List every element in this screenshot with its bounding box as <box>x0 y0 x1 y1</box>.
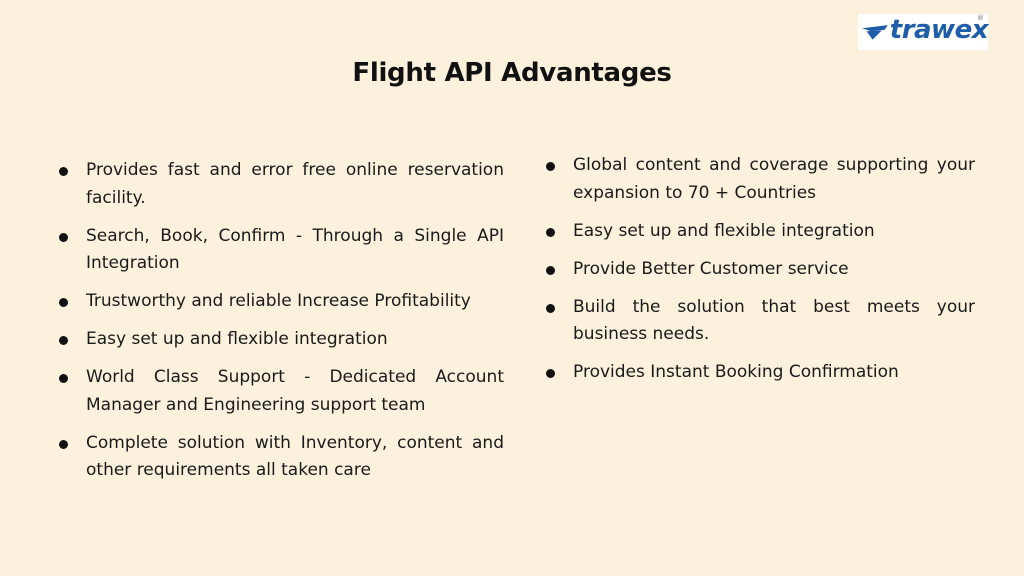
list-item: Search, Book, Confirm - Through a Single… <box>56 223 504 278</box>
bullet-icon <box>59 298 68 307</box>
list-item: Easy set up and flexible integration <box>56 326 504 354</box>
bullet-icon <box>546 162 555 171</box>
trawex-logo: trawex ® <box>858 14 989 50</box>
registered-mark: ® <box>977 14 984 22</box>
list-item-text: Global content and coverage supporting y… <box>573 155 975 203</box>
list-item-text: Easy set up and flexible integration <box>573 220 875 241</box>
list-item: World Class Support - Dedicated Account … <box>56 364 504 419</box>
logo-text: trawex <box>889 15 989 45</box>
left-advantages-list: Provides fast and error free online rese… <box>56 157 504 495</box>
bullet-icon <box>59 167 68 176</box>
list-item-text: World Class Support - Dedicated Account … <box>86 367 504 415</box>
list-item: Easy set up and flexible integration <box>543 218 975 246</box>
list-item-text: Provides Instant Booking Confirmation <box>573 362 899 382</box>
list-item: Global content and coverage supporting y… <box>543 152 975 207</box>
list-item: Provide Better Customer service <box>543 256 975 284</box>
bullet-icon <box>59 374 68 383</box>
list-item-text: Provide Better Customer service <box>573 258 849 279</box>
page-title: Flight API Advantages <box>352 58 672 88</box>
bullet-icon <box>546 227 555 237</box>
bullet-icon <box>546 303 555 313</box>
bullet-icon <box>59 232 68 242</box>
list-item: Provides fast and error free online rese… <box>56 157 504 212</box>
list-item-text: Complete solution with Inventory, conten… <box>86 432 504 481</box>
list-item: Trustworthy and reliable Increase Profit… <box>56 288 504 316</box>
list-item: Build the solution that best meets your … <box>543 294 975 349</box>
list-item: Provides Instant Booking Confirmation <box>543 359 975 387</box>
bullet-icon <box>59 336 68 345</box>
list-item-text: Easy set up and flexible integration <box>86 329 388 349</box>
list-item-text: Trustworthy and reliable Increase Profit… <box>86 291 471 311</box>
right-advantages-list: Global content and coverage supporting y… <box>543 152 975 397</box>
bullet-icon <box>546 369 555 378</box>
bullet-icon <box>59 439 68 449</box>
list-item: Complete solution with Inventory, conten… <box>56 430 504 485</box>
list-item-text: Provides fast and error free online rese… <box>86 160 504 208</box>
bullet-icon <box>546 265 555 275</box>
list-item-text: Build the solution that best meets your … <box>573 296 975 345</box>
list-item-text: Search, Book, Confirm - Through a Single… <box>86 225 504 274</box>
airplane-icon <box>862 25 888 40</box>
